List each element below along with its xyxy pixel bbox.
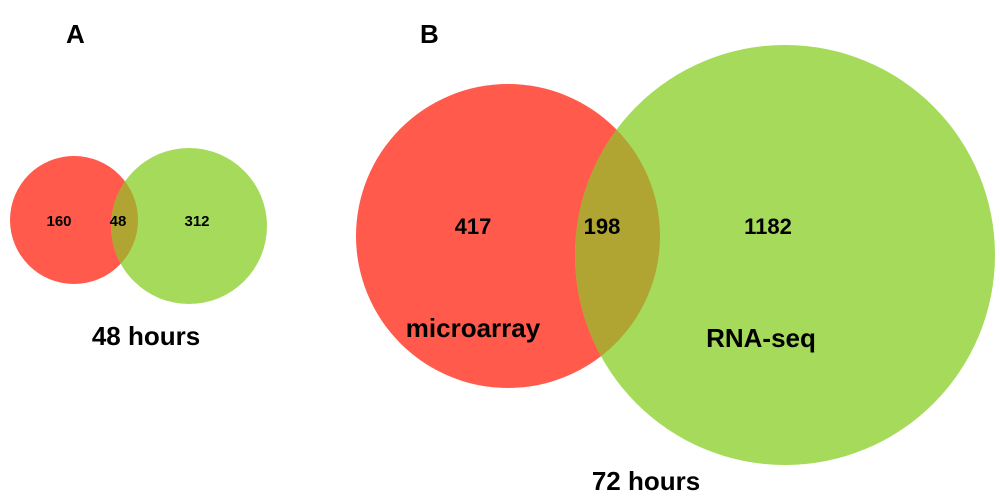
panel-b-second-set-label: RNA-seq [706,323,816,353]
panel-a-caption: 48 hours [92,321,200,351]
panel-b-letter: B [420,19,439,49]
panel-a-overlap-count: 48 [110,213,127,230]
panel-a: A 160 48 312 48 hours [10,19,267,351]
panel-a-second-set-circle [111,148,267,304]
panel-a-only-second-count: 312 [184,213,209,230]
panel-a-only-first-count: 160 [46,213,71,230]
panel-b-only-first-count: 417 [455,214,492,239]
panel-b: B 417 198 1182 microarray RNA-seq 72 hou… [356,19,995,496]
panel-a-first-set-circle [10,156,138,284]
panel-b-first-set-label: microarray [406,313,541,343]
panel-a-letter: A [66,19,85,49]
panel-b-only-second-count: 1182 [744,214,792,239]
panel-b-second-set-circle [575,45,995,465]
panel-b-caption: 72 hours [592,466,700,496]
panel-b-overlap-count: 198 [584,214,621,239]
